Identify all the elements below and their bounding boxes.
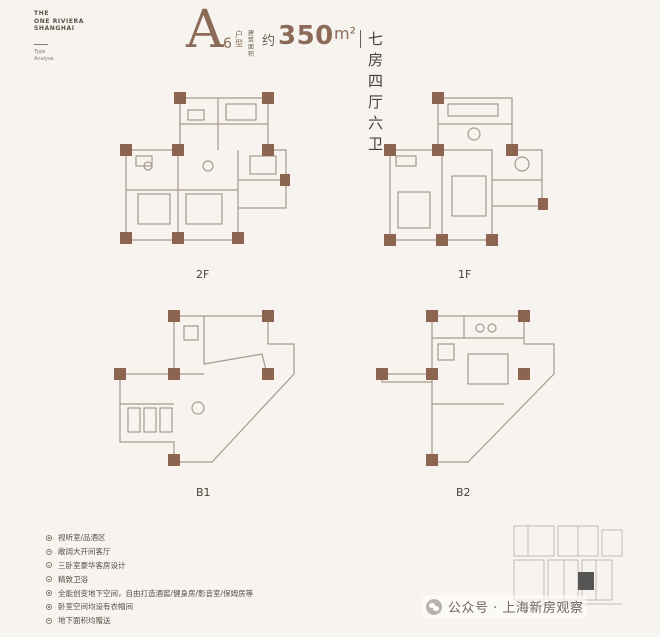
- bullet-icon: [46, 590, 52, 597]
- watermark-text: 公众号 · 上海新房观察: [448, 601, 584, 616]
- unit-type-label: 户型: [235, 30, 243, 48]
- floor-plan-b2: [376, 310, 555, 466]
- feature-text: 精致卫浴: [58, 574, 88, 584]
- bullet-icon: [46, 603, 52, 610]
- feature-item: 卧室空间均设有衣帽间: [46, 600, 253, 614]
- wechat-icon: [426, 598, 442, 615]
- feature-item: 敞阔大开间客厅: [46, 545, 253, 559]
- brand-divider: [34, 44, 48, 45]
- floor-plan-2f: [120, 92, 290, 244]
- unit-letter: A: [186, 0, 224, 60]
- feature-list: 视听室/品酒区 敞阔大开间客厅 三卧室豪华客房设计 精致卫浴 全能创变地下空间，…: [46, 531, 253, 628]
- brand-logo: THE ONE RIVIERA SHANGHAI: [34, 10, 84, 33]
- feature-item: 三卧室豪华客房设计: [46, 559, 253, 573]
- header-divider: [360, 30, 361, 48]
- brand-subtitle: Type Analyse: [34, 49, 54, 62]
- floor-label-b1: B1: [196, 486, 211, 499]
- bullet-icon: [46, 617, 52, 624]
- bullet-icon: [46, 576, 52, 583]
- bullet-icon: [46, 548, 52, 555]
- area-label: 建筑面积: [248, 30, 255, 58]
- area-unit: m²: [334, 24, 356, 43]
- bullet-icon: [46, 562, 52, 569]
- floor-plan-1f: [384, 92, 548, 246]
- feature-text: 地下面积均赠送: [58, 616, 111, 626]
- feature-text: 卧室空间均设有衣帽间: [58, 602, 133, 612]
- feature-text: 全能创变地下空间，自由打造酒窖/健身房/影音室/保姆房等: [58, 588, 254, 598]
- brand-line: THE: [34, 10, 50, 17]
- floor-label-1f: 1F: [458, 268, 472, 281]
- feature-text: 三卧室豪华客房设计: [58, 560, 126, 570]
- brand-line: SHANGHAI: [34, 25, 75, 32]
- brand-line: ONE RIVIERA: [34, 17, 85, 25]
- floor-plan-b1: [114, 310, 295, 466]
- feature-item: 精致卫浴: [46, 572, 253, 586]
- feature-text: 视听室/品酒区: [58, 533, 106, 543]
- floor-label-b2: B2: [456, 486, 471, 499]
- feature-item: 全能创变地下空间，自由打造酒窖/健身房/影音室/保姆房等: [46, 586, 253, 600]
- feature-text: 敞阔大开间客厅: [58, 547, 111, 557]
- area-value: 350: [278, 21, 334, 51]
- brand-sub-line: Analyse: [34, 55, 54, 62]
- approx-label: 约: [262, 34, 276, 49]
- unit-number: 6: [223, 36, 232, 52]
- brand-sub-line: Type: [34, 49, 46, 55]
- feature-item: 视听室/品酒区: [46, 531, 253, 545]
- floor-label-2f: 2F: [196, 268, 210, 281]
- watermark: 公众号 · 上海新房观察: [422, 595, 588, 618]
- layout-description: 七房四厅六卫: [368, 30, 384, 153]
- bullet-icon: [46, 534, 52, 541]
- feature-item: 地下面积均赠送: [46, 614, 253, 628]
